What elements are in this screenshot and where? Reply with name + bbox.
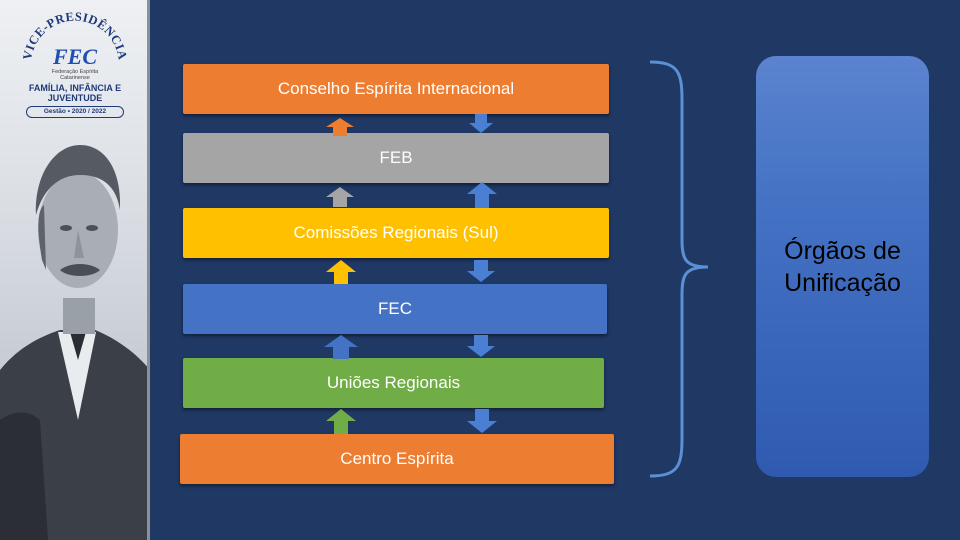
level-box-comissoes-regionais: Comissões Regionais (Sul)	[183, 208, 609, 258]
level-box-centro-espirita: Centro Espírita	[180, 434, 614, 484]
logo-emblem: VICE-PRESIDÊNCIA FEC Federação Espírita …	[22, 12, 128, 92]
fec-logo: VICE-PRESIDÊNCIA FEC Federação Espírita …	[22, 12, 128, 118]
level-box-feb: FEB	[183, 133, 609, 183]
logo-edition-badge: Gestão • 2020 / 2022	[26, 106, 124, 118]
up-arrow-icon	[467, 182, 497, 208]
logo-org-line2: Catarinense	[60, 75, 90, 81]
group-bracket	[640, 60, 710, 480]
sidebar-divider	[147, 0, 150, 540]
up-arrow-icon	[324, 335, 358, 359]
portrait-image	[0, 120, 150, 540]
sidebar-panel: VICE-PRESIDÊNCIA FEC Federação Espírita …	[0, 0, 150, 540]
level-label: Uniões Regionais	[327, 373, 460, 393]
down-arrow-icon	[467, 335, 495, 357]
level-box-fec: FEC	[183, 284, 607, 334]
down-arrow-icon	[469, 114, 493, 133]
down-arrow-icon	[467, 409, 497, 433]
level-box-unioes-regionais: Uniões Regionais	[183, 358, 604, 408]
level-label: FEB	[379, 148, 412, 168]
unification-group-box: Órgãos de Unificação	[756, 56, 929, 477]
up-arrow-icon	[326, 260, 356, 284]
level-label: FEC	[378, 299, 412, 319]
logo-initials: FEC	[52, 44, 97, 69]
level-label: Comissões Regionais (Sul)	[293, 223, 498, 243]
level-box-conselho-espirita-internacional: Conselho Espírita Internacional	[183, 64, 609, 114]
level-label: Centro Espírita	[340, 449, 453, 469]
logo-area-text: FAMÍLIA, INFÂNCIA E JUVENTUDE	[22, 83, 128, 103]
up-arrow-icon	[326, 409, 356, 434]
up-arrow-icon	[326, 118, 354, 136]
group-label-line2: Unificação	[784, 267, 901, 299]
down-arrow-icon	[467, 260, 495, 282]
level-label: Conselho Espírita Internacional	[278, 79, 514, 99]
group-label-line1: Órgãos de	[784, 235, 901, 267]
up-arrow-icon	[326, 187, 354, 207]
